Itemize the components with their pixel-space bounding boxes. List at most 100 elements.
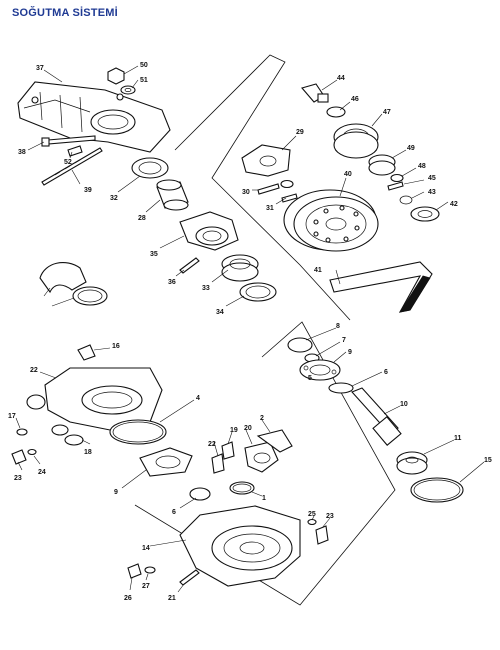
pin-28 — [257, 183, 280, 195]
pump-body-33 — [179, 211, 239, 251]
gear-11 — [396, 451, 428, 475]
callout-42: 44 — [337, 75, 345, 82]
callout-24: 26 — [124, 595, 132, 602]
ring-6-right — [328, 382, 354, 394]
callout-36: 38 — [18, 149, 26, 156]
callout-29: 31 — [266, 205, 274, 212]
callout-20: 22 — [208, 441, 216, 448]
plug-24 — [127, 563, 142, 579]
callout-40: 42 — [450, 201, 458, 208]
thermostat-housing-21 — [26, 367, 163, 436]
elbow-hose-51 — [39, 262, 87, 294]
bolt-17 — [221, 441, 235, 460]
ring-32 — [239, 282, 277, 302]
bearing-47 — [368, 154, 396, 176]
callout-32: 34 — [216, 309, 224, 316]
callout-1: 1 — [262, 495, 266, 502]
callout-14: 16 — [112, 343, 120, 350]
sleeve-26 — [156, 179, 189, 211]
ring-23-lower — [307, 518, 317, 526]
hub-45 — [333, 123, 379, 159]
callout-43: 45 — [428, 175, 436, 182]
callout-45: 47 — [383, 109, 391, 116]
leader-lines — [15, 65, 485, 593]
callout-6-lower: 6 — [172, 509, 176, 516]
bolt-19 — [179, 569, 200, 586]
nut-48 — [107, 67, 125, 85]
callout-37: 39 — [84, 187, 92, 194]
long-bolt-37 — [41, 147, 103, 186]
callout-12: 14 — [142, 545, 150, 552]
bracket-housing — [17, 81, 171, 153]
flange-18 — [244, 441, 279, 473]
page-title: SOĞUTMA SİSTEMİ — [12, 7, 118, 19]
callout-50: 52 — [64, 159, 72, 166]
upper-group-frame — [174, 54, 351, 321]
washer-25 — [144, 566, 156, 574]
callout-26: 28 — [138, 215, 146, 222]
callout-11: 11 — [454, 435, 462, 442]
callout-23-lower: 25 — [308, 511, 316, 518]
callout-47: 49 — [407, 145, 415, 152]
callout-13: 15 — [484, 457, 492, 464]
bolt-20 — [211, 453, 225, 474]
callout-19: 21 — [168, 595, 176, 602]
clamp-ring-52 — [72, 286, 108, 306]
washer-49 — [120, 85, 136, 95]
ring-8 — [287, 337, 313, 353]
seal-16 — [64, 434, 84, 446]
v-belt-39 — [329, 261, 433, 313]
callout-33: 35 — [150, 251, 158, 258]
callout-17: 19 — [230, 427, 238, 434]
o-ring-4 — [109, 419, 167, 445]
callout-31: 33 — [202, 285, 210, 292]
sensor-42 — [301, 83, 329, 103]
callout-35: 37 — [36, 65, 44, 72]
callout-27: 29 — [296, 129, 304, 136]
pulley-38 — [283, 189, 379, 252]
bracket-27 — [241, 144, 291, 177]
bolt-43 — [387, 181, 404, 191]
callout-5: 5 — [308, 375, 312, 382]
callout-18: 20 — [244, 425, 252, 432]
shaft-10 — [351, 387, 402, 446]
callout-9: 9 — [348, 349, 352, 356]
bearing-31 — [221, 254, 259, 282]
callout-25: 27 — [142, 583, 150, 590]
gasket-9 — [139, 447, 193, 477]
callout-16: 18 — [84, 449, 92, 456]
callout-39: 41 — [314, 267, 322, 274]
ring-41 — [399, 195, 413, 205]
o-ring-13 — [410, 477, 464, 503]
callout-28: 30 — [242, 189, 250, 196]
washer-46 — [390, 173, 404, 183]
callout-labels: 37 50 51 38 52 39 32 28 35 36 33 34 29 3… — [8, 62, 492, 602]
bolt-36 — [41, 135, 96, 147]
callout-49: 51 — [140, 77, 148, 84]
callout-21: 22 — [30, 367, 38, 374]
ring-23 — [27, 448, 37, 456]
callout-10: 10 — [400, 401, 408, 408]
callout-8: 8 — [336, 323, 340, 330]
callout-23: 24 — [38, 469, 46, 476]
callout-38: 40 — [344, 171, 352, 178]
seal-ring-30 — [131, 157, 169, 179]
washer-29 — [280, 179, 298, 203]
callout-30: 32 — [110, 195, 118, 202]
callout-6: 6 — [384, 369, 388, 376]
clip-50 — [67, 145, 83, 157]
plug-15 — [16, 428, 28, 436]
callout-46: 48 — [418, 163, 426, 170]
elbow-2 — [256, 429, 293, 453]
callout-4: 4 — [196, 395, 200, 402]
bearing-5 — [299, 359, 341, 381]
pump-housing-12 — [179, 505, 301, 587]
seal-6 — [189, 487, 211, 501]
callout-44: 46 — [351, 96, 359, 103]
callout-34: 36 — [168, 279, 176, 286]
callout-41: 43 — [428, 189, 436, 196]
o-ring-1 — [229, 481, 255, 495]
bolt-34 — [179, 257, 200, 274]
fitting-22-lower — [315, 525, 329, 545]
callout-15: 17 — [8, 413, 16, 420]
